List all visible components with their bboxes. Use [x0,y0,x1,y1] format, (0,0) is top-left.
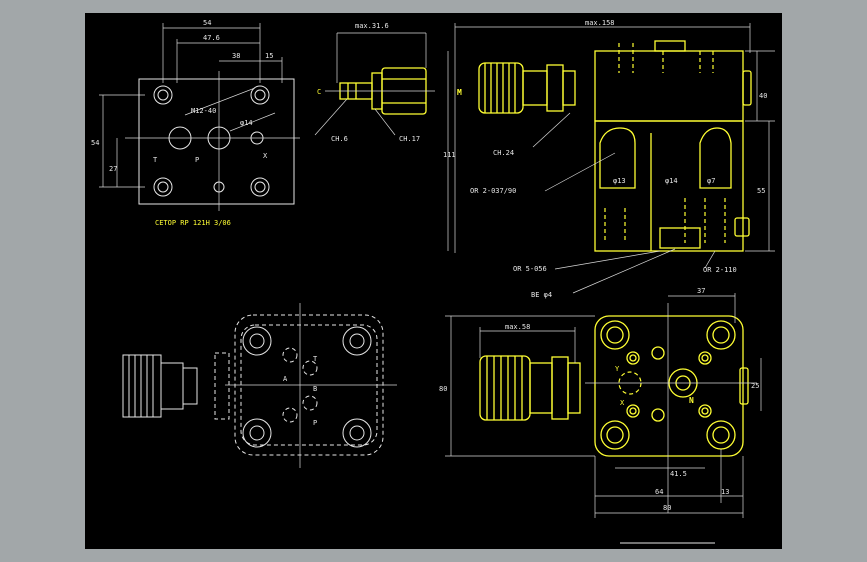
dim-80: 80 [663,504,671,512]
dim-27: 27 [109,165,117,173]
dim-111: 111 [443,151,456,159]
view-top-dashed: T A B P [122,303,397,468]
label-m12: M12-40 [191,107,216,115]
drawing-canvas[interactable]: 54 47.6 38 15 54 27 M12-40 φ14 T P X CET… [85,13,782,549]
label-ch17: CH.17 [399,135,420,143]
label-phi14: φ14 [665,177,678,185]
dim-max-58: max.58 [505,323,530,331]
dim-max-158: max.158 [585,19,615,27]
port-y: Y [615,365,620,373]
port-x: X [263,152,268,160]
label-or-2-037: OR 2-037/90 [470,187,516,195]
port-x-front: X [620,399,625,407]
dim-38: 38 [232,52,240,60]
dim-left-54: 54 [91,139,99,147]
dim-max-31-6: max.31.6 [355,22,389,30]
dim-41-5: 41.5 [670,470,687,478]
port-p-bottom: P [313,419,317,427]
label-or-5-056: OR 5-056 [513,265,547,273]
port-n: N [689,396,694,405]
dim-15: 15 [265,52,273,60]
cad-drawing: 54 47.6 38 15 54 27 M12-40 φ14 T P X CET… [91,19,775,544]
label-ch24: CH.24 [493,149,514,157]
caption-cetop: CETOP RP 121H 3/06 [155,219,231,227]
label-m: M [457,88,462,97]
view-side-elevation: max.158 40 55 111 M CH.24 OR 2-037/90 φ1… [443,19,775,299]
dim-64: 64 [655,488,663,496]
label-phi13: φ13 [613,177,626,185]
label-c: C [317,88,321,96]
view-mounting-face: 54 47.6 38 15 54 27 M12-40 φ14 T P X CET… [91,19,300,227]
port-a: A [283,375,288,383]
dim-54: 54 [203,19,211,27]
label-phi7: φ7 [707,177,715,185]
view-cartridge: max.31.6 C CH.6 CH.17 [314,22,435,143]
dim-37: 37 [697,287,705,295]
port-t: T [153,156,158,164]
dim-80-vertical: 80 [439,385,447,393]
dim-25: 25 [751,382,759,390]
port-p: P [195,156,199,164]
label-be-phi4: BE φ4 [531,291,552,299]
dim-40: 40 [759,92,767,100]
dim-13: 13 [721,488,729,496]
dim-55: 55 [757,187,765,195]
view-front: Y X N 37 max.58 80 25 41.5 64 13 80 [439,287,762,544]
label-phi14: φ14 [240,119,253,127]
dim-47-6: 47.6 [203,34,220,42]
label-or-2-110: OR 2-110 [703,266,737,274]
port-b: B [313,385,317,393]
label-ch6: CH.6 [331,135,348,143]
port-t-bottom: T [313,355,318,363]
